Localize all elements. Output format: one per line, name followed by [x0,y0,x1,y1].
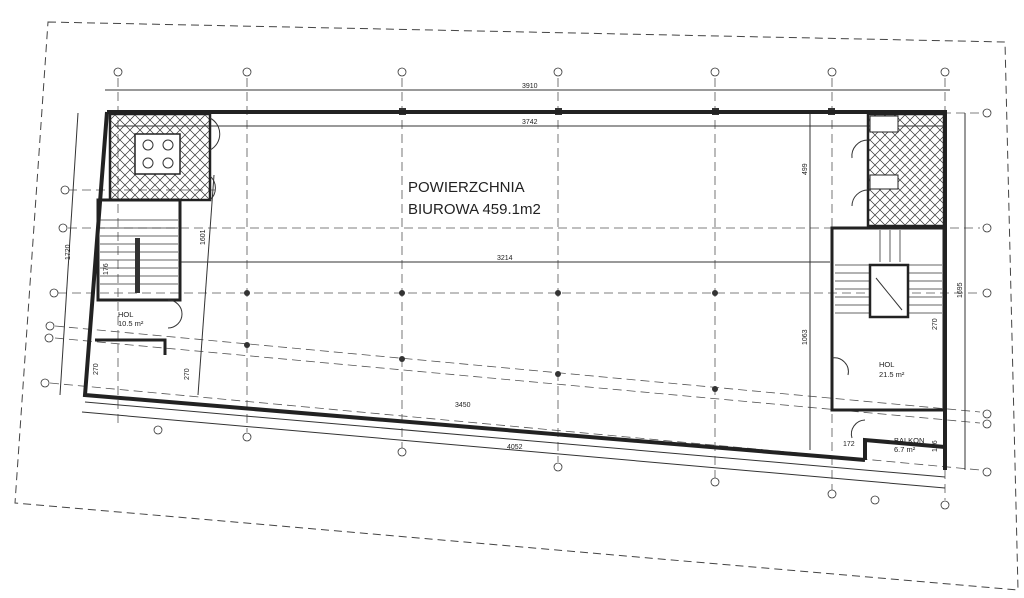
room-area-balkon: 6.7 m² [894,445,916,454]
dimension-labels: 3910 3742 3214 3450 4052 499 1063 1695 1… [65,83,964,452]
office-area-title: POWIERZCHNIA [408,179,525,196]
dimension-lines [59,89,966,489]
plot-boundary [14,21,1019,591]
grid-bubbles [40,67,992,510]
dim-middle: 3214 [497,255,513,262]
dim-top-inner: 3742 [522,119,538,126]
room-area-hol-left: 10.5 m² [118,319,144,328]
dim-left-wall-b: 270 [184,368,191,380]
dim-bottom-outer: 4052 [507,444,523,451]
dim-balcony-height: 156 [932,440,939,452]
office-area-size: BIUROWA 459.1m2 [408,201,541,218]
building-walls [82,110,947,470]
dim-right-lower: 1063 [802,329,809,345]
dim-right-stair: 270 [932,318,939,330]
dim-balcony-width: 172 [843,441,855,448]
right-core: HOL 21.5 m² BALKON 6.7 m² [830,112,946,454]
room-name-hol-left: HOL [118,310,133,319]
dim-left-wall-a: 270 [93,363,100,375]
left-core: HOL 10.5 m² [95,112,221,355]
dim-right-upper: 499 [802,163,809,175]
dim-left-core: 1601 [200,229,207,245]
room-area-hol-right: 21.5 m² [879,370,905,379]
columns [244,108,835,392]
dim-left-total: 1720 [65,244,72,260]
dim-top-outer: 3910 [522,83,538,90]
dim-left-stair: 176 [103,263,110,275]
room-name-balkon: BALKON [894,436,924,445]
dim-right-total: 1695 [957,282,964,298]
dim-bottom-inner: 3450 [455,402,471,409]
room-name-hol-right: HOL [879,360,894,369]
